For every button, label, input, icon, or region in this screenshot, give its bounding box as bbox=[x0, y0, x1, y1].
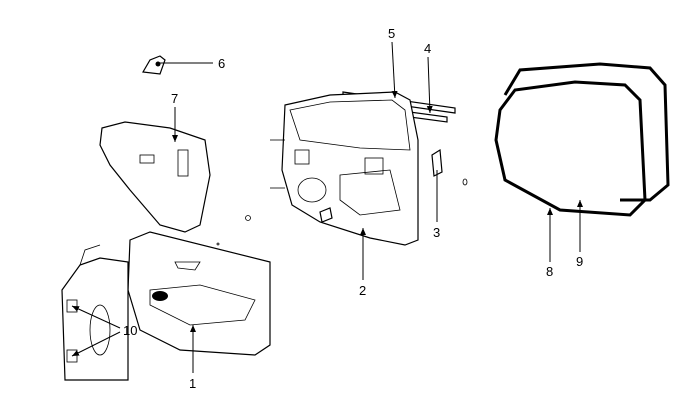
callout-6: 6 bbox=[218, 56, 225, 71]
part-1-door-trim bbox=[127, 231, 271, 356]
callout-9: 9 bbox=[576, 254, 583, 269]
part-9-body-seal bbox=[503, 62, 670, 202]
leader-10b bbox=[71, 331, 121, 357]
part-10-door-inner-partial bbox=[61, 244, 129, 381]
small-clip bbox=[462, 178, 468, 186]
callout-4: 4 bbox=[424, 41, 431, 56]
leader-4 bbox=[426, 56, 433, 114]
callout-7: 7 bbox=[171, 91, 178, 106]
callout-3: 3 bbox=[433, 225, 440, 240]
callout-1: 1 bbox=[189, 376, 196, 391]
part-3-bracket bbox=[431, 148, 443, 177]
part-8-door-seal bbox=[494, 80, 647, 217]
callout-2: 2 bbox=[359, 283, 366, 298]
small-clip bbox=[245, 215, 251, 221]
part-6-mirror-bracket bbox=[142, 55, 166, 75]
callout-8: 8 bbox=[546, 264, 553, 279]
leader-5 bbox=[391, 41, 398, 99]
leader-10a bbox=[71, 305, 121, 329]
part-2-door-assembly bbox=[270, 91, 419, 246]
callout-5: 5 bbox=[388, 26, 395, 41]
callout-10: 10 bbox=[123, 323, 137, 338]
part-7-insulation-pad bbox=[99, 121, 211, 233]
